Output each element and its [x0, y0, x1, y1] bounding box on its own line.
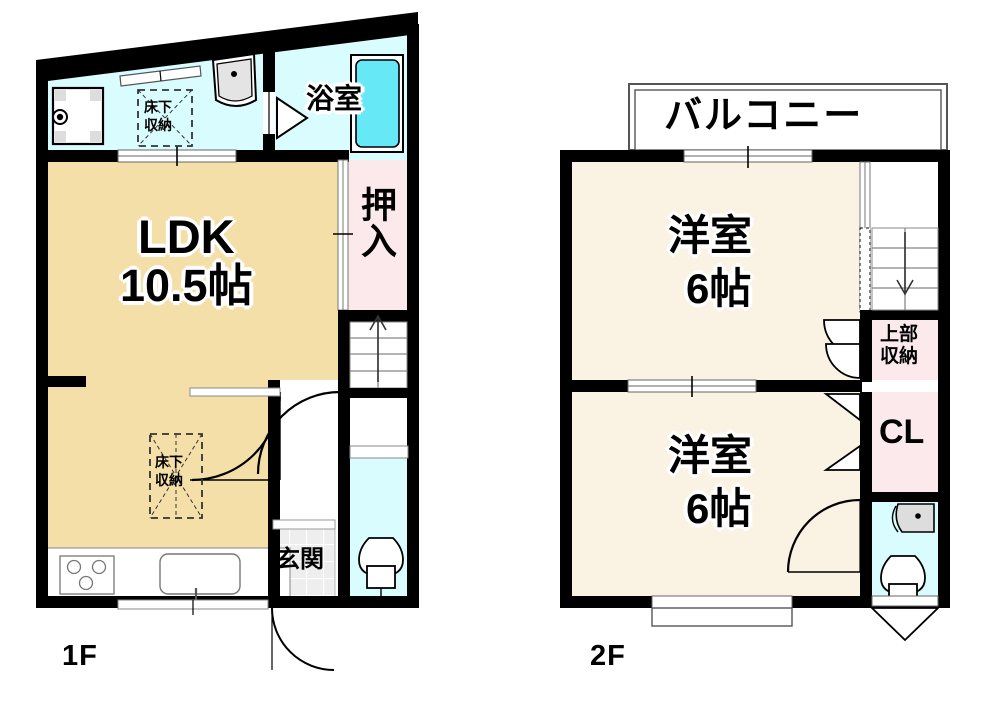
oshiire-floor [348, 160, 415, 310]
underfloor-storage-marker-ldk [149, 433, 203, 519]
toilet-bowl-2f [880, 555, 926, 607]
wall-toilet-left-2f [860, 492, 872, 598]
wall-hall-toilet [338, 398, 350, 598]
floor-label-1f: 1F [62, 640, 98, 672]
oshiire-label: 押入 [356, 186, 397, 258]
cl-floor [870, 392, 938, 492]
first-floor-group [36, 12, 419, 671]
underfloor-storage-label-ldk-line2: 収納 [155, 472, 183, 488]
ldk-area-label: 10.5帖 [120, 260, 253, 311]
western-room-lower-area: 6帖 [686, 485, 752, 532]
toilet-bowl-1f [358, 537, 404, 600]
lower-room-window-2f [651, 595, 793, 609]
hand-basin-2f [891, 503, 935, 533]
wall-toilet-top-2f [860, 492, 950, 502]
kitchen-stove [59, 555, 115, 595]
genkan-step [272, 519, 336, 530]
bathroom-label: 浴室 [306, 83, 363, 114]
wall-below-stairs-2f [860, 310, 950, 320]
ldk-door-swing [191, 391, 282, 482]
front-door-swing [271, 607, 335, 671]
kitchen-sink [159, 553, 241, 602]
toilet-vent-2f [869, 607, 941, 642]
right-outer-wall-2f [938, 150, 950, 608]
genkan-label: 玄関 [276, 546, 324, 573]
wall-upper-storage-2f [860, 310, 872, 382]
wall-cl-2f [860, 392, 872, 492]
upper-storage-label-line1: 上部 [880, 324, 919, 345]
western-room-lower-floor [572, 392, 862, 598]
cl-label: CL [879, 413, 925, 451]
stairs-up-arrow [369, 314, 387, 382]
stairs-left-wall-1f [338, 310, 350, 388]
washroom-window [119, 65, 202, 87]
upper-storage-label-line2: 収納 [880, 346, 919, 367]
balcony-label: バルコニー [664, 95, 864, 137]
partition-dashed-2f [859, 227, 871, 313]
underfloor-storage-label-ldk-line1: 床下 [155, 454, 183, 470]
underfloor-storage-marker-top [137, 89, 193, 147]
ldk-label: LDK [138, 210, 235, 263]
second-floor-group [560, 83, 950, 642]
wall-hall-top-right [338, 388, 419, 398]
western-room-lower-label: 洋室 [668, 432, 753, 479]
slanted-top-wall [36, 12, 418, 82]
underfloor-storage-label-top-line1: 床下 [144, 99, 172, 115]
floor-label-2f: 2F [590, 640, 626, 672]
staircase-2f [871, 227, 939, 311]
western-room-upper-floor [572, 162, 862, 380]
bathroom-folding-door [276, 96, 309, 140]
upper-storage-door [823, 319, 861, 379]
washing-machine-pan [51, 86, 105, 146]
upper-storage-floor [870, 318, 938, 380]
cl-door [823, 393, 861, 471]
toilet-door-swing-1f [256, 390, 341, 475]
wash-basin [211, 52, 258, 107]
toilet-window-2f [871, 595, 939, 607]
toilet-door-1f [349, 445, 409, 459]
balcony-inner [634, 89, 942, 151]
left-outer-wall-1f [36, 60, 48, 608]
wall-nib-left [48, 376, 86, 387]
western-room-upper-area: 6帖 [686, 265, 752, 312]
western-room-upper-label: 洋室 [668, 212, 753, 259]
stairs-down-arrow [896, 232, 914, 296]
room-door-swing-2f [786, 498, 861, 573]
underfloor-storage-label-top-line2: 収納 [144, 117, 172, 133]
lower-room-bay-2f [651, 607, 793, 627]
wall-ldk-hall [268, 380, 280, 598]
ldk-door-leaf [189, 387, 281, 397]
bathtub [350, 54, 404, 153]
left-outer-wall-2f [560, 150, 572, 608]
